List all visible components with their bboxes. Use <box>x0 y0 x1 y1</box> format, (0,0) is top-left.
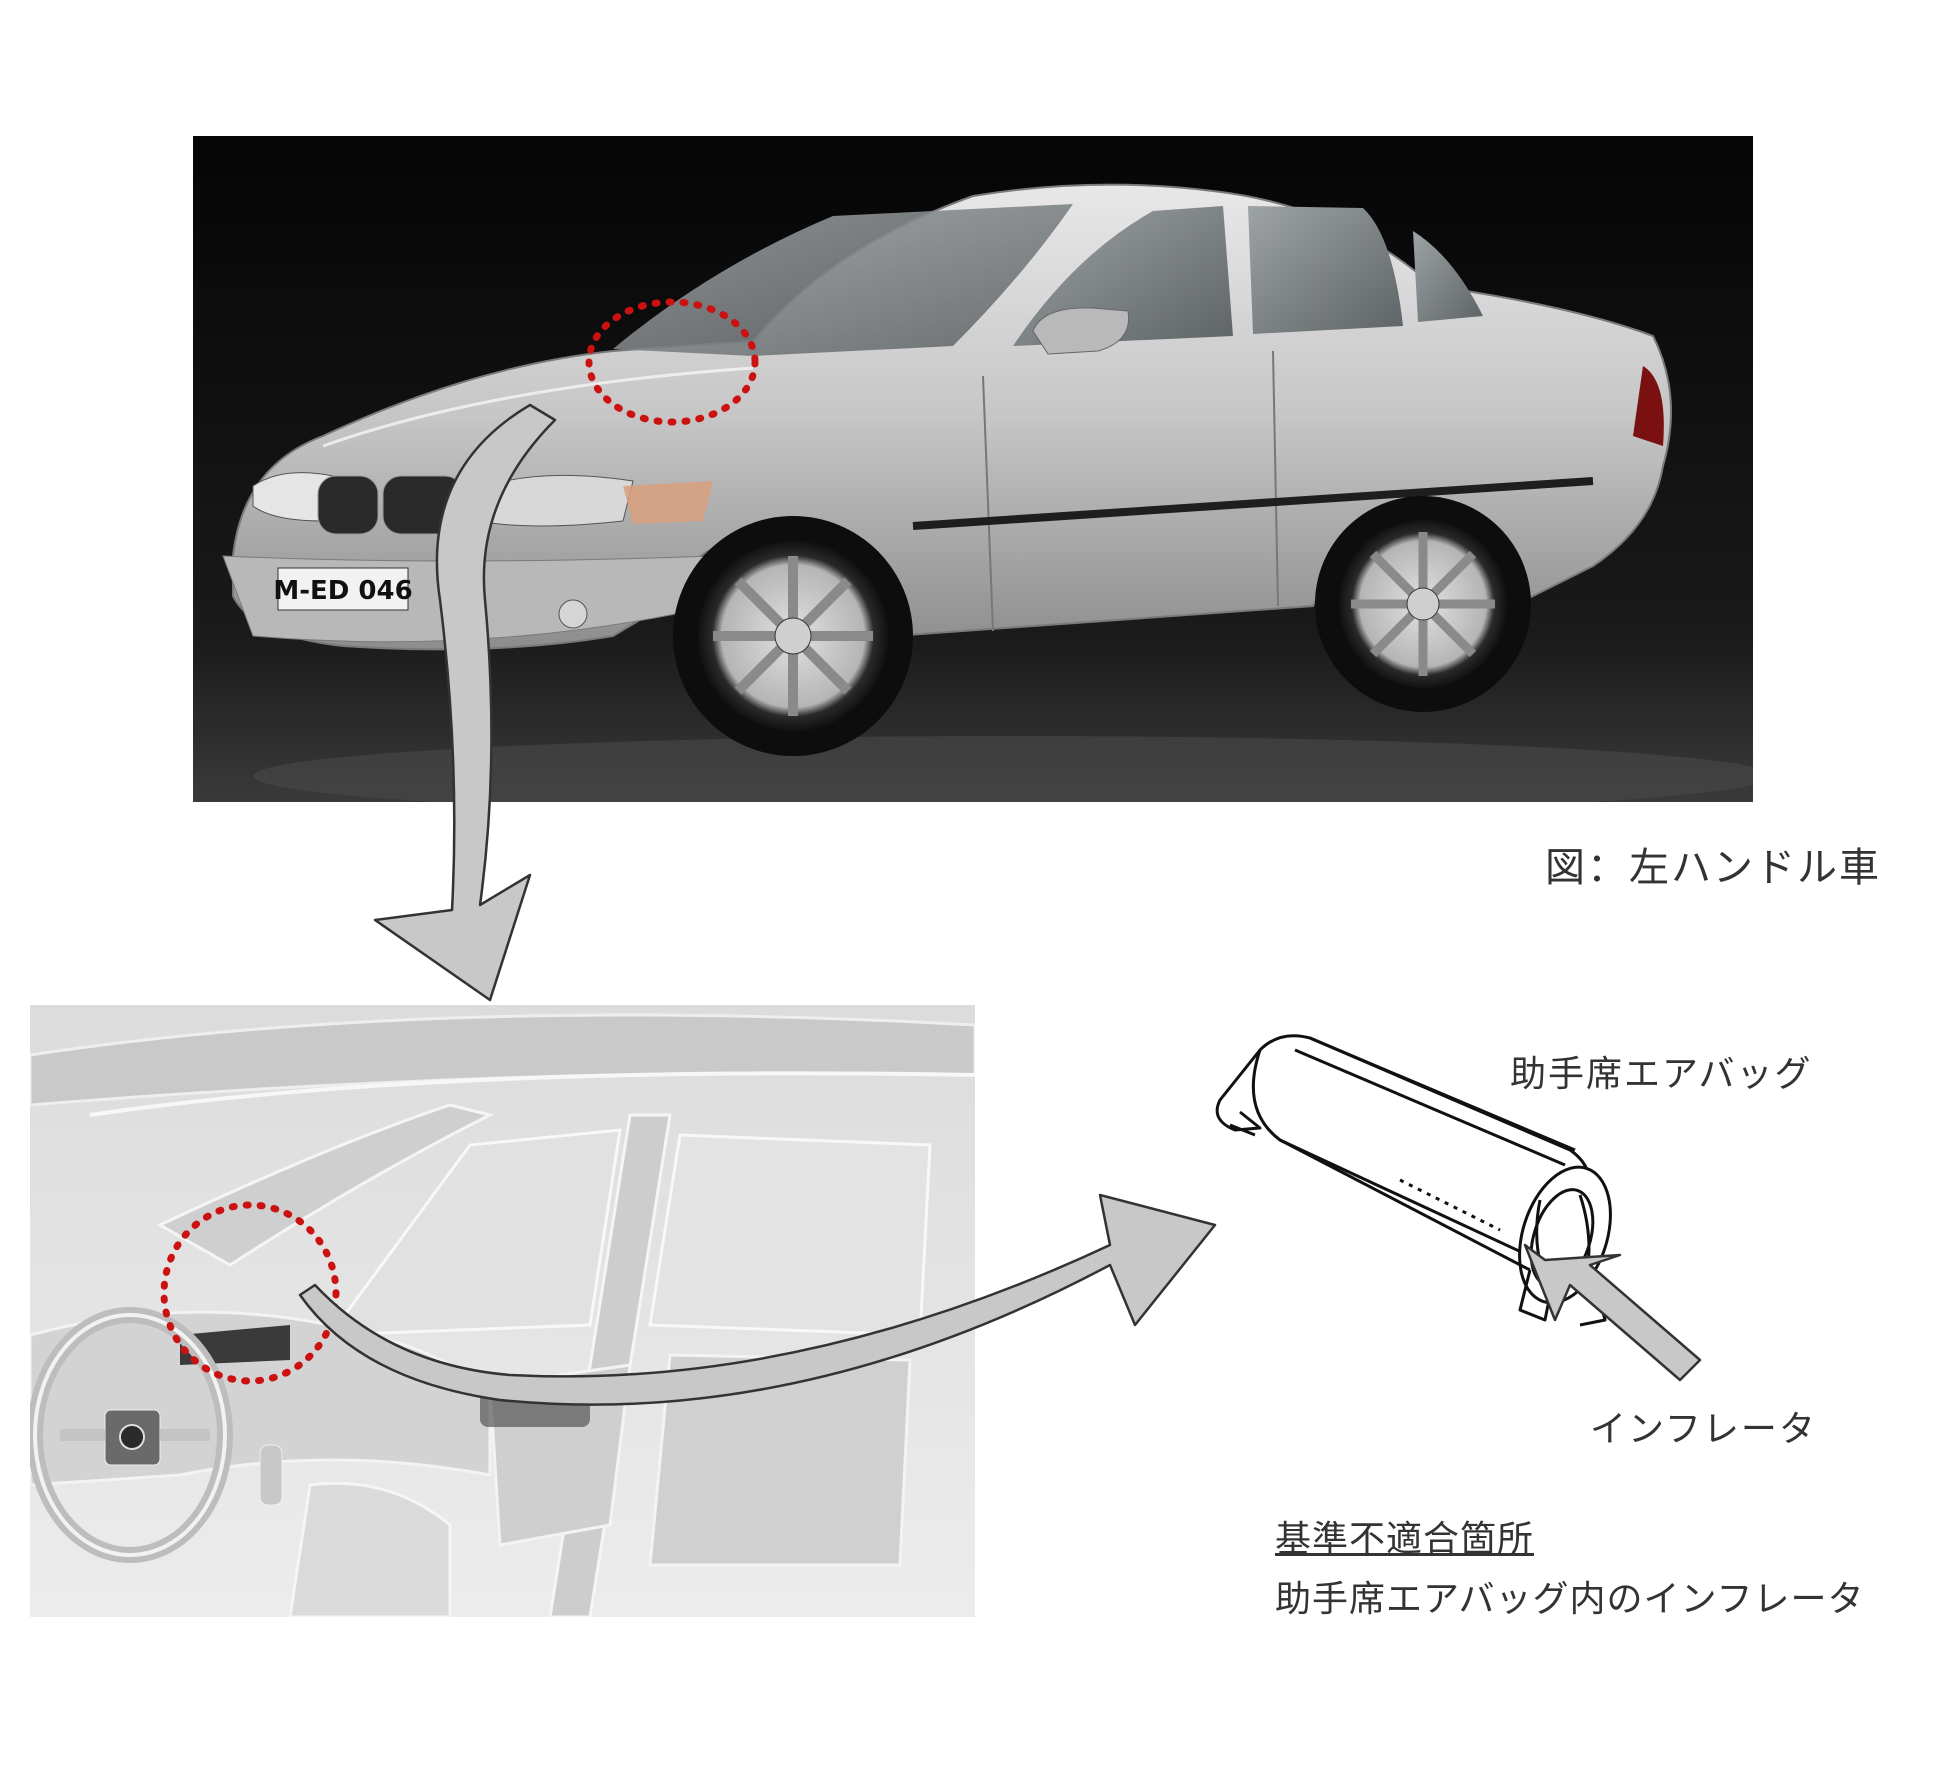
steering-wheel <box>30 1307 233 1563</box>
rear-wheel <box>1315 496 1531 712</box>
inflator-label: インフレータ <box>1590 1409 1817 1450</box>
interior-cutaway-illustration <box>30 1005 975 1617</box>
noncompliance-heading: 基準不適合箇所 <box>1275 1519 1535 1560</box>
front-wheel <box>673 516 913 756</box>
car-photo: M-ED 046 <box>193 136 1753 802</box>
airbag-label: 助手席エアバッグ <box>1510 1054 1813 1095</box>
noncompliance-description: 助手席エアバッグ内のインフレータ <box>1275 1579 1865 1620</box>
figure-caption: 図：左ハンドル車 <box>1545 845 1881 891</box>
license-plate: M-ED 046 <box>273 576 412 606</box>
